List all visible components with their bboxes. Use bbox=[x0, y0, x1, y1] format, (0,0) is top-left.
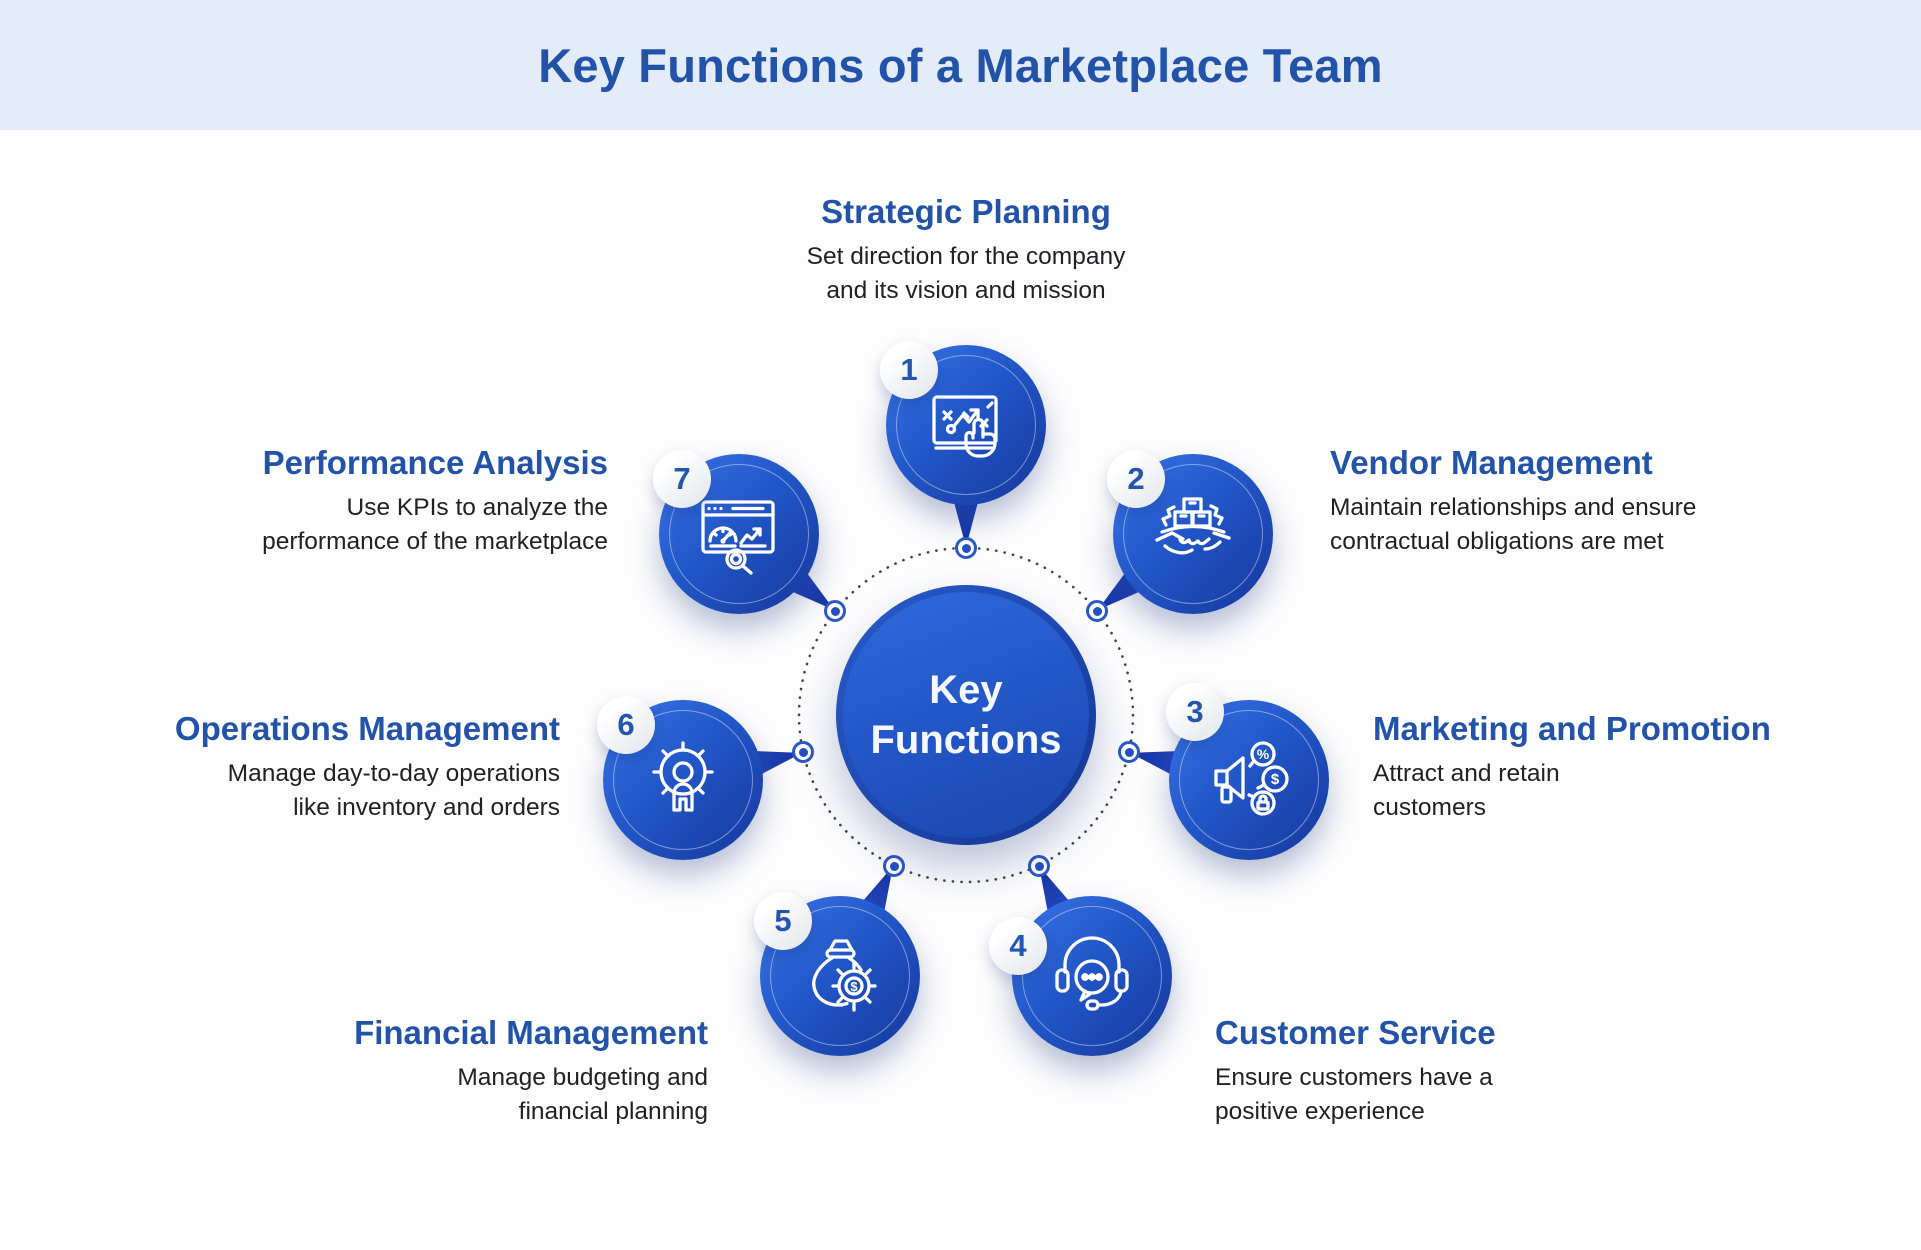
label-performance-analysis: Performance Analysis Use KPIs to analyze… bbox=[106, 444, 608, 559]
function-title: Vendor Management bbox=[1330, 444, 1653, 481]
step-number-badge: 6 bbox=[597, 696, 655, 754]
step-number-badge: 7 bbox=[653, 450, 711, 508]
svg-text:$: $ bbox=[1271, 771, 1280, 788]
satellite-circle bbox=[1113, 454, 1273, 614]
orbit-node-4 bbox=[1028, 855, 1050, 877]
central-hub: Key Functions bbox=[836, 585, 1096, 845]
satellite-performance-analysis: 7 bbox=[653, 450, 819, 614]
headset-chat-icon bbox=[1044, 928, 1140, 1029]
analytics-dashboard-icon bbox=[691, 486, 787, 587]
step-number-badge: 1 bbox=[880, 341, 938, 399]
function-title: Financial Management bbox=[354, 1014, 708, 1051]
step-number-badge: 2 bbox=[1107, 450, 1165, 508]
title-banner: Key Functions of a Marketplace Team bbox=[0, 0, 1921, 130]
megaphone-offers-icon: % $ bbox=[1201, 732, 1297, 833]
function-title: Marketing and Promotion bbox=[1373, 710, 1771, 747]
label-operations-management: Operations Management Manage day-to-day … bbox=[60, 710, 560, 825]
hub-label: Key Functions bbox=[870, 668, 1062, 762]
label-financial-management: Financial Management Manage budgeting an… bbox=[208, 1014, 708, 1129]
orbit-node-5 bbox=[883, 855, 905, 877]
orbit-node-7 bbox=[824, 600, 846, 622]
function-title: Strategic Planning bbox=[821, 193, 1111, 230]
step-number-badge: 5 bbox=[754, 892, 812, 950]
money-bag-gear-icon: $ bbox=[792, 928, 888, 1029]
person-gear-icon bbox=[635, 732, 731, 833]
label-marketing-promotion: Marketing and Promotion Attract and reta… bbox=[1373, 710, 1893, 825]
orbit-node-2 bbox=[1086, 600, 1108, 622]
orbit-node-1 bbox=[955, 537, 977, 559]
function-title: Performance Analysis bbox=[262, 444, 608, 481]
satellite-customer-service: 4 bbox=[989, 896, 1172, 1056]
satellite-operations-management: 6 bbox=[597, 696, 763, 860]
page-title: Key Functions of a Marketplace Team bbox=[538, 38, 1383, 92]
orbit-node-6 bbox=[792, 741, 814, 763]
function-title: Operations Management bbox=[174, 710, 560, 747]
step-number-badge: 4 bbox=[989, 917, 1047, 975]
label-customer-service: Customer Service Ensure customers have a… bbox=[1215, 1014, 1735, 1129]
svg-text:$: $ bbox=[850, 979, 858, 994]
satellite-vendor-management: 2 bbox=[1113, 450, 1273, 614]
label-vendor-management: Vendor Management Maintain relationships… bbox=[1330, 444, 1910, 559]
satellite-financial-management: $ 5 bbox=[754, 896, 920, 1056]
function-title: Customer Service bbox=[1215, 1014, 1496, 1051]
strategy-board-tap-icon bbox=[918, 377, 1014, 478]
svg-text:%: % bbox=[1257, 746, 1270, 762]
step-number-badge: 3 bbox=[1166, 683, 1224, 741]
satellite-strategic-planning: 1 bbox=[880, 341, 1046, 547]
orbit-node-3 bbox=[1118, 741, 1140, 763]
label-strategic-planning: Strategic Planning Set direction for the… bbox=[666, 193, 1266, 308]
handshake-boxes-icon bbox=[1145, 486, 1241, 587]
satellite-marketing-promotion: % $ 3 bbox=[1169, 683, 1329, 860]
